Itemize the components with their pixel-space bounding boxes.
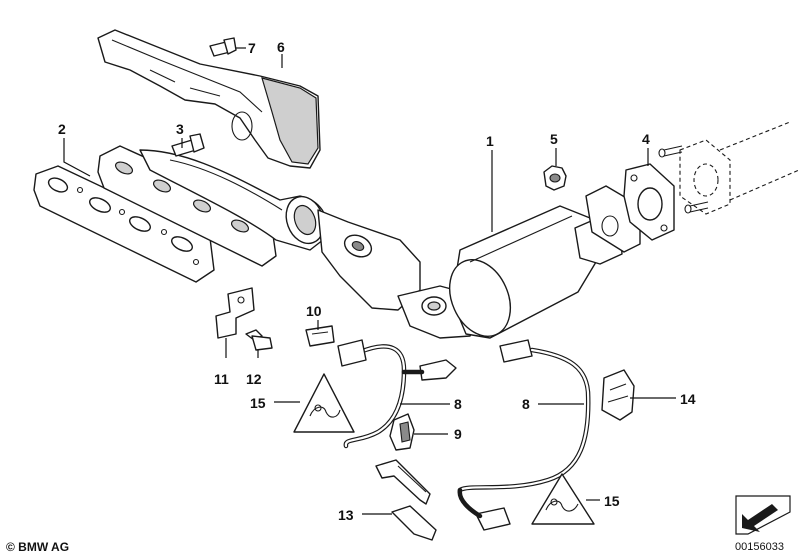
- bracket-13[interactable]: [375, 459, 437, 541]
- clip-14[interactable]: [601, 369, 635, 421]
- exhaust-manifold[interactable]: [97, 145, 330, 267]
- label-11: 11: [214, 371, 229, 387]
- label-9: 9: [454, 426, 462, 442]
- label-10: 10: [306, 303, 322, 319]
- oxygen-sensor-rear[interactable]: [457, 339, 591, 531]
- nut[interactable]: [543, 165, 567, 191]
- label-12: 12: [246, 371, 262, 387]
- label-1: 1: [486, 133, 494, 149]
- rear-pipe-connection: [658, 121, 799, 215]
- label-15a: 15: [250, 395, 266, 411]
- flange-gasket[interactable]: [623, 163, 675, 241]
- catalytic-converter[interactable]: [438, 185, 641, 346]
- manifold-gasket[interactable]: [33, 165, 215, 283]
- screw-12[interactable]: [245, 329, 273, 351]
- warning-label-left: [293, 373, 355, 433]
- direction-arrow-icon: [735, 495, 791, 535]
- label-13: 13: [338, 507, 354, 523]
- warning-label-right: [531, 473, 595, 525]
- oxygen-sensor-front[interactable]: [337, 339, 457, 449]
- document-number: 00156033: [735, 541, 784, 553]
- bracket-11[interactable]: [215, 287, 255, 339]
- label-4: 4: [642, 131, 650, 147]
- label-5: 5: [550, 131, 558, 147]
- clip-10[interactable]: [305, 325, 335, 347]
- heat-shield[interactable]: [97, 29, 321, 169]
- copyright-text: © BMW AG: [6, 540, 70, 554]
- bolt-3[interactable]: [171, 133, 205, 157]
- label-3: 3: [176, 121, 184, 137]
- label-8b: 8: [522, 396, 530, 412]
- bolt-7[interactable]: [209, 37, 237, 57]
- label-2: 2: [58, 121, 66, 137]
- leader-lines: [63, 47, 676, 515]
- label-15b: 15: [604, 493, 620, 509]
- label-14: 14: [680, 391, 696, 407]
- label-6: 6: [277, 39, 285, 55]
- label-8a: 8: [454, 396, 462, 412]
- holder-9[interactable]: [389, 413, 415, 451]
- label-7: 7: [248, 40, 256, 56]
